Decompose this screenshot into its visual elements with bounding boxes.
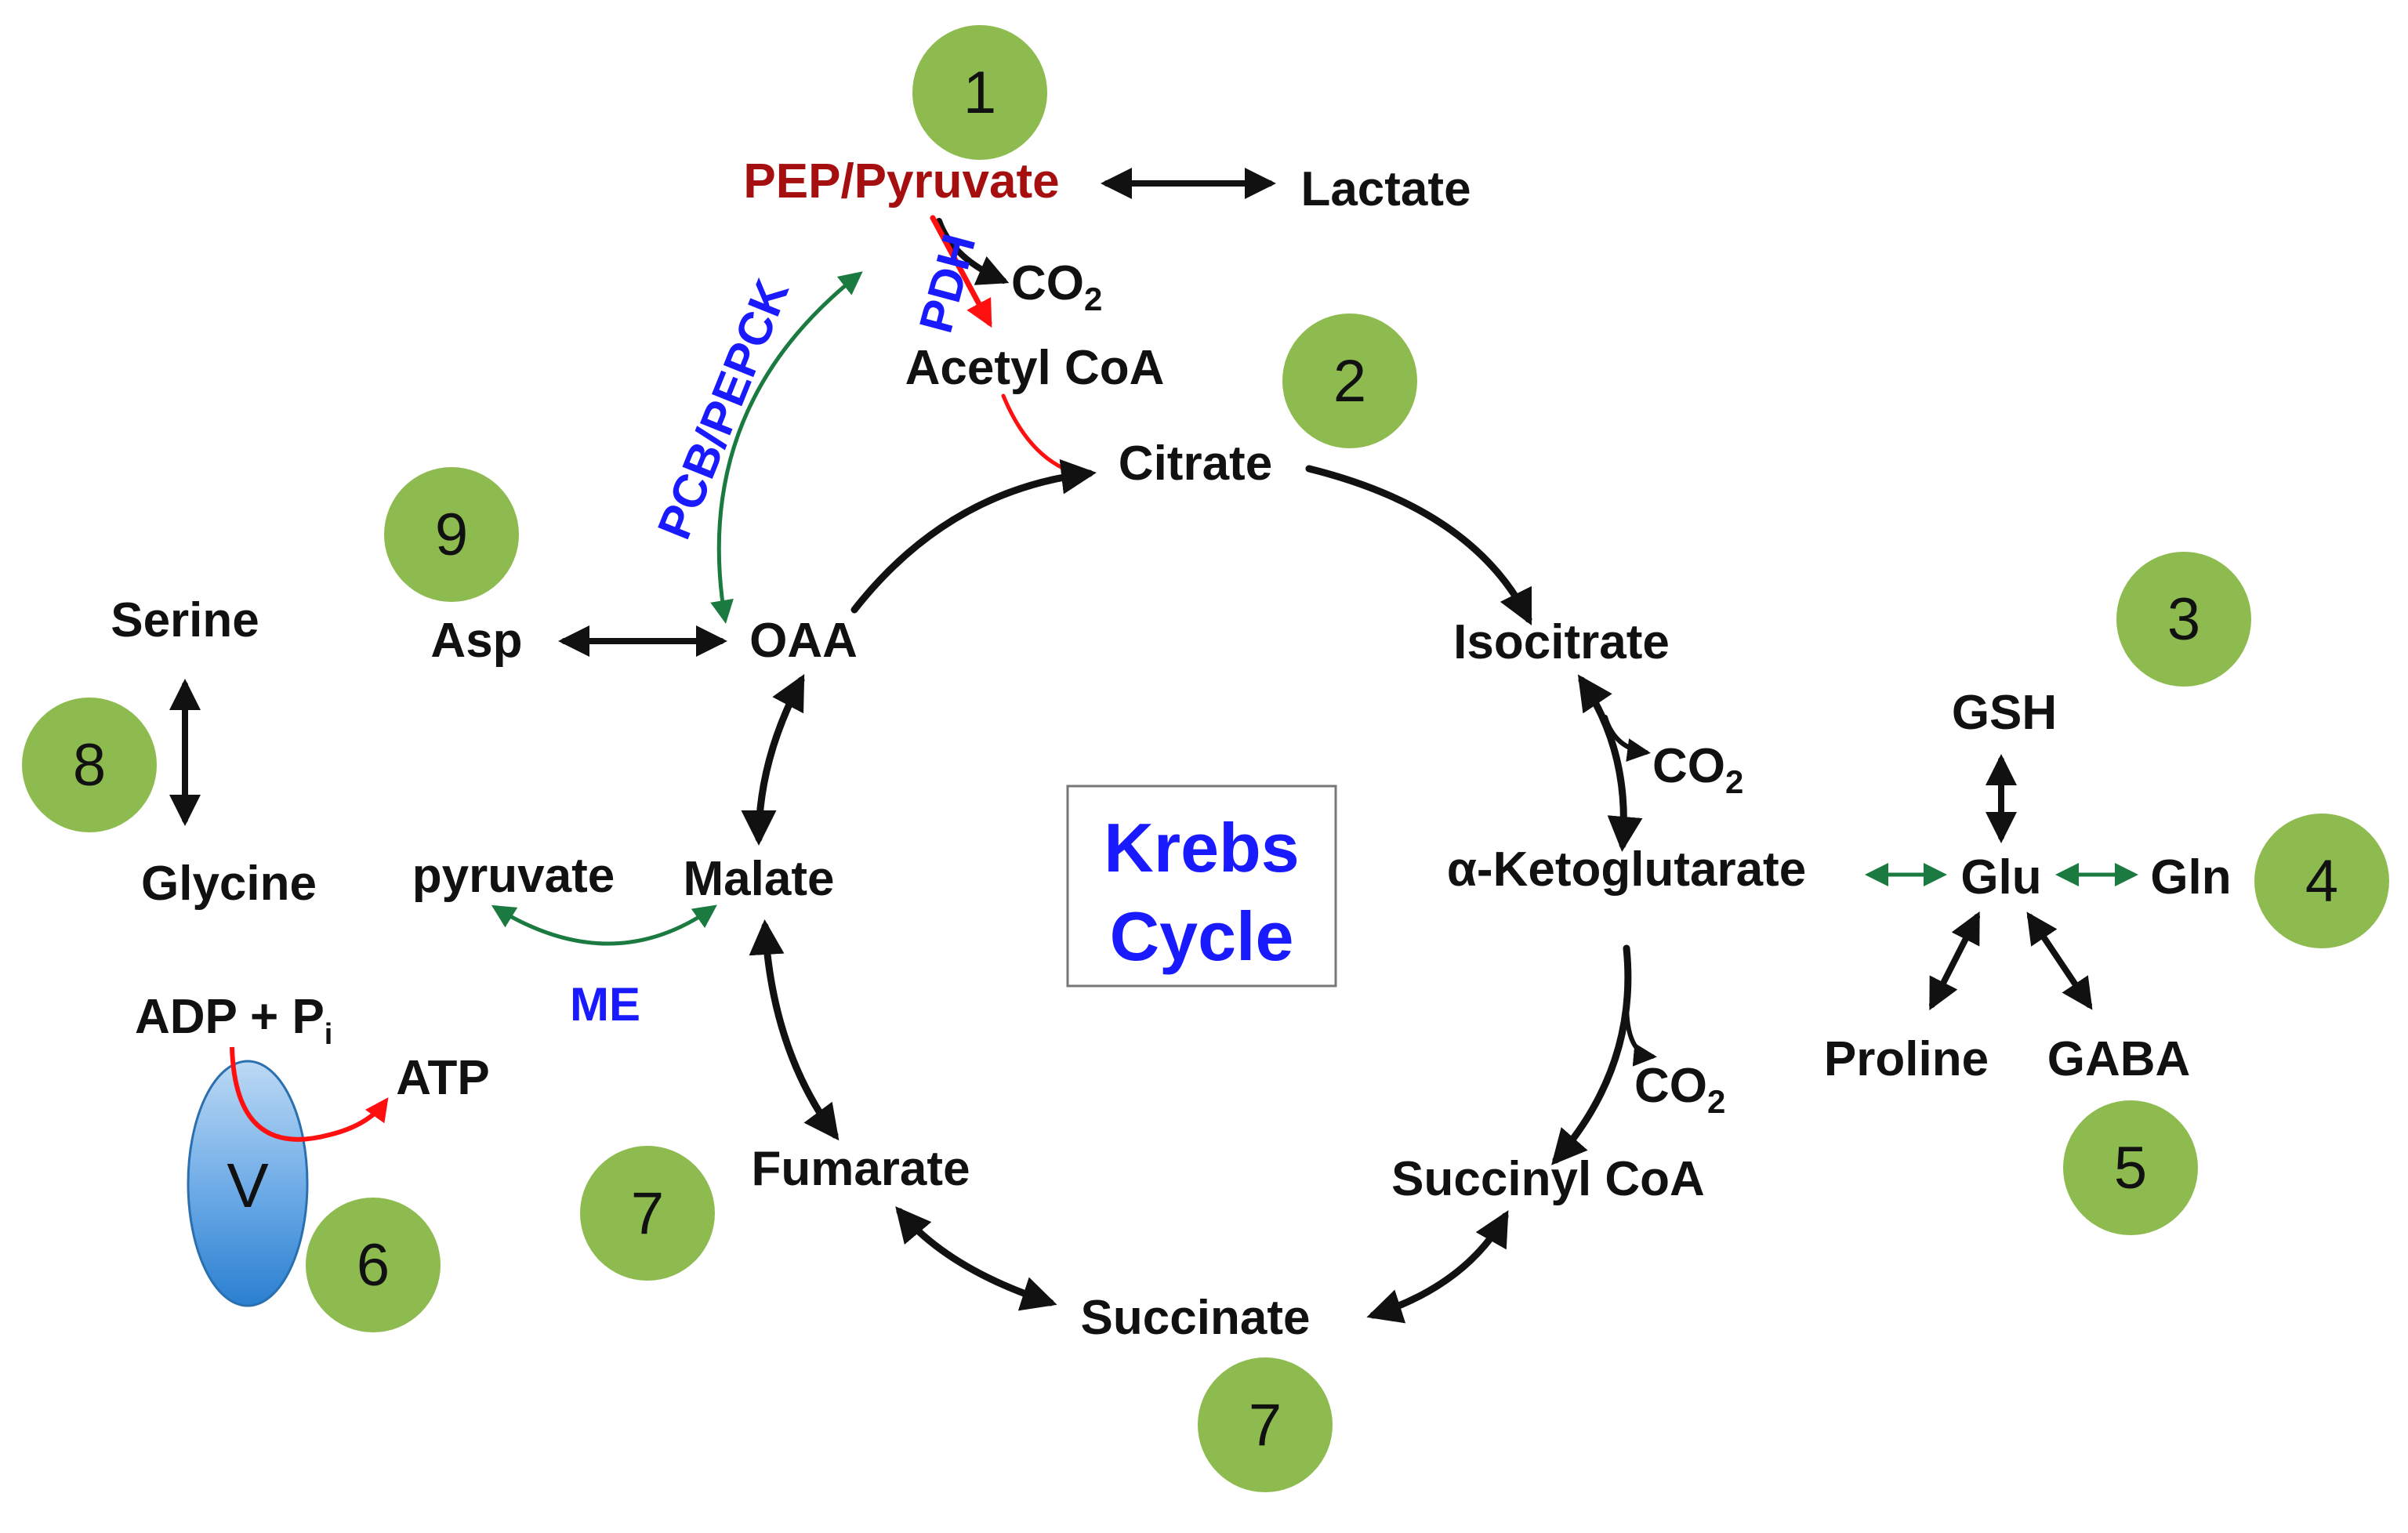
badge-5: 5 [2063, 1100, 2198, 1235]
pep-pyruvate-label: PEP/Pyruvate [743, 154, 1059, 208]
arrow-succinate-fumarate [895, 1206, 1057, 1311]
co2-pdh-sub: 2 [1084, 281, 1102, 317]
arrow-idh-co2 [1603, 715, 1651, 762]
arrow-glu-proline [1929, 911, 1980, 1011]
gaba-label: GABA [2047, 1032, 2191, 1086]
gln-label: Gln [2150, 850, 2231, 904]
badge-9: 9 [384, 467, 519, 602]
arrow-pdh-acetylcoa [930, 215, 992, 328]
acetyl-coa-label: Acetyl CoA [905, 341, 1165, 395]
badge-7-succinate: 7 [1198, 1357, 1333, 1492]
svg-text:5: 5 [2114, 1135, 2147, 1201]
succinyl-coa-label: Succinyl CoA [1391, 1152, 1705, 1206]
badge-7-fumarate: 7 [580, 1146, 715, 1281]
badge-6: 6 [306, 1198, 441, 1332]
fumarate-label: Fumarate [751, 1142, 970, 1196]
arrow-me [491, 904, 717, 946]
badge-4: 4 [2254, 814, 2389, 948]
me-label: ME [570, 978, 640, 1031]
arrow-acetylcoa-citrate [1001, 393, 1084, 477]
badge-3: 3 [2116, 552, 2251, 687]
malate-label: Malate [684, 852, 835, 906]
co2-kgdh-label: CO2 [1634, 1059, 1725, 1120]
atp-label: ATP [396, 1051, 489, 1105]
reaction-arrows [169, 168, 2138, 1324]
arrow-pyruvate-co2 [936, 218, 1010, 285]
krebs-box-border [1066, 785, 1337, 988]
co2-kgdh-sub: 2 [1707, 1083, 1725, 1120]
arrow-citrate-isocitrate [1305, 465, 1532, 626]
arrow-kgdh-co2 [1624, 1001, 1657, 1067]
svg-text:7: 7 [631, 1180, 664, 1247]
svg-text:6: 6 [357, 1232, 390, 1299]
arrow-adp-atp [230, 1046, 389, 1142]
krebs-label-line2: Cycle [1110, 897, 1294, 975]
svg-text:1: 1 [963, 60, 996, 126]
arrow-succinylcoa-succinate [1366, 1210, 1509, 1324]
arrow-fumarate-malate [749, 919, 840, 1141]
asp-label: Asp [430, 614, 522, 668]
atp-transporter: V [187, 1046, 389, 1307]
co2-kgdh-main: CO [1634, 1059, 1707, 1113]
co2-pdh-label: CO2 [1011, 256, 1102, 317]
adp-pi-main: ADP + P [135, 990, 325, 1044]
oaa-label: OAA [749, 614, 858, 668]
adp-pi-label: ADP + Pi [135, 990, 332, 1051]
isocitrate-label: Isocitrate [1453, 615, 1670, 669]
numbered-badges: 1 2 3 4 5 6 7 7 [22, 25, 2389, 1492]
svg-text:8: 8 [73, 732, 106, 799]
pdh-label: PDH [909, 229, 986, 339]
svg-text:9: 9 [435, 502, 468, 568]
arrow-akg-succinylcoa [1551, 944, 1632, 1165]
glycine-label: Glycine [141, 857, 317, 911]
badge-2: 2 [1282, 313, 1417, 448]
glu-label: Glu [1960, 850, 2041, 904]
adp-pi-sub: i [325, 1018, 333, 1051]
co2-idh-label: CO2 [1652, 739, 1743, 800]
badge-1: 1 [912, 25, 1047, 160]
arrow-isocitrate-akg [1577, 674, 1643, 852]
arrow-oaa-citrate [850, 458, 1097, 614]
krebs-cycle-box: Krebs Cycle [1066, 785, 1337, 988]
transporter-v-label: V [227, 1151, 269, 1220]
transporter-v-shape [187, 1060, 309, 1307]
svg-text:3: 3 [2167, 586, 2200, 653]
krebs-label-line1: Krebs [1104, 809, 1299, 886]
akg-label: α-Ketoglutarate [1447, 843, 1806, 897]
badge-8: 8 [22, 698, 157, 832]
co2-idh-main: CO [1652, 739, 1725, 793]
arrow-pcb-pepck [710, 271, 863, 624]
proline-label: Proline [1824, 1032, 1989, 1086]
arrow-malate-oaa [741, 674, 805, 846]
citrate-label: Citrate [1119, 437, 1272, 491]
pyruvate-me-label: pyruvate [412, 849, 615, 903]
lactate-label: Lactate [1300, 162, 1471, 216]
co2-pdh-main: CO [1011, 256, 1084, 310]
succinate-label: Succinate [1081, 1291, 1311, 1345]
arrow-glu-gaba [2026, 911, 2093, 1010]
svg-text:7: 7 [1249, 1392, 1282, 1459]
gsh-label: GSH [1952, 686, 2057, 740]
co2-idh-sub: 2 [1725, 763, 1743, 800]
serine-label: Serine [111, 593, 259, 647]
metabolite-labels: PEP/Pyruvate Lactate CO2 Acetyl CoA Citr… [111, 154, 2231, 1345]
svg-text:4: 4 [2305, 848, 2338, 915]
svg-text:2: 2 [1333, 348, 1366, 415]
